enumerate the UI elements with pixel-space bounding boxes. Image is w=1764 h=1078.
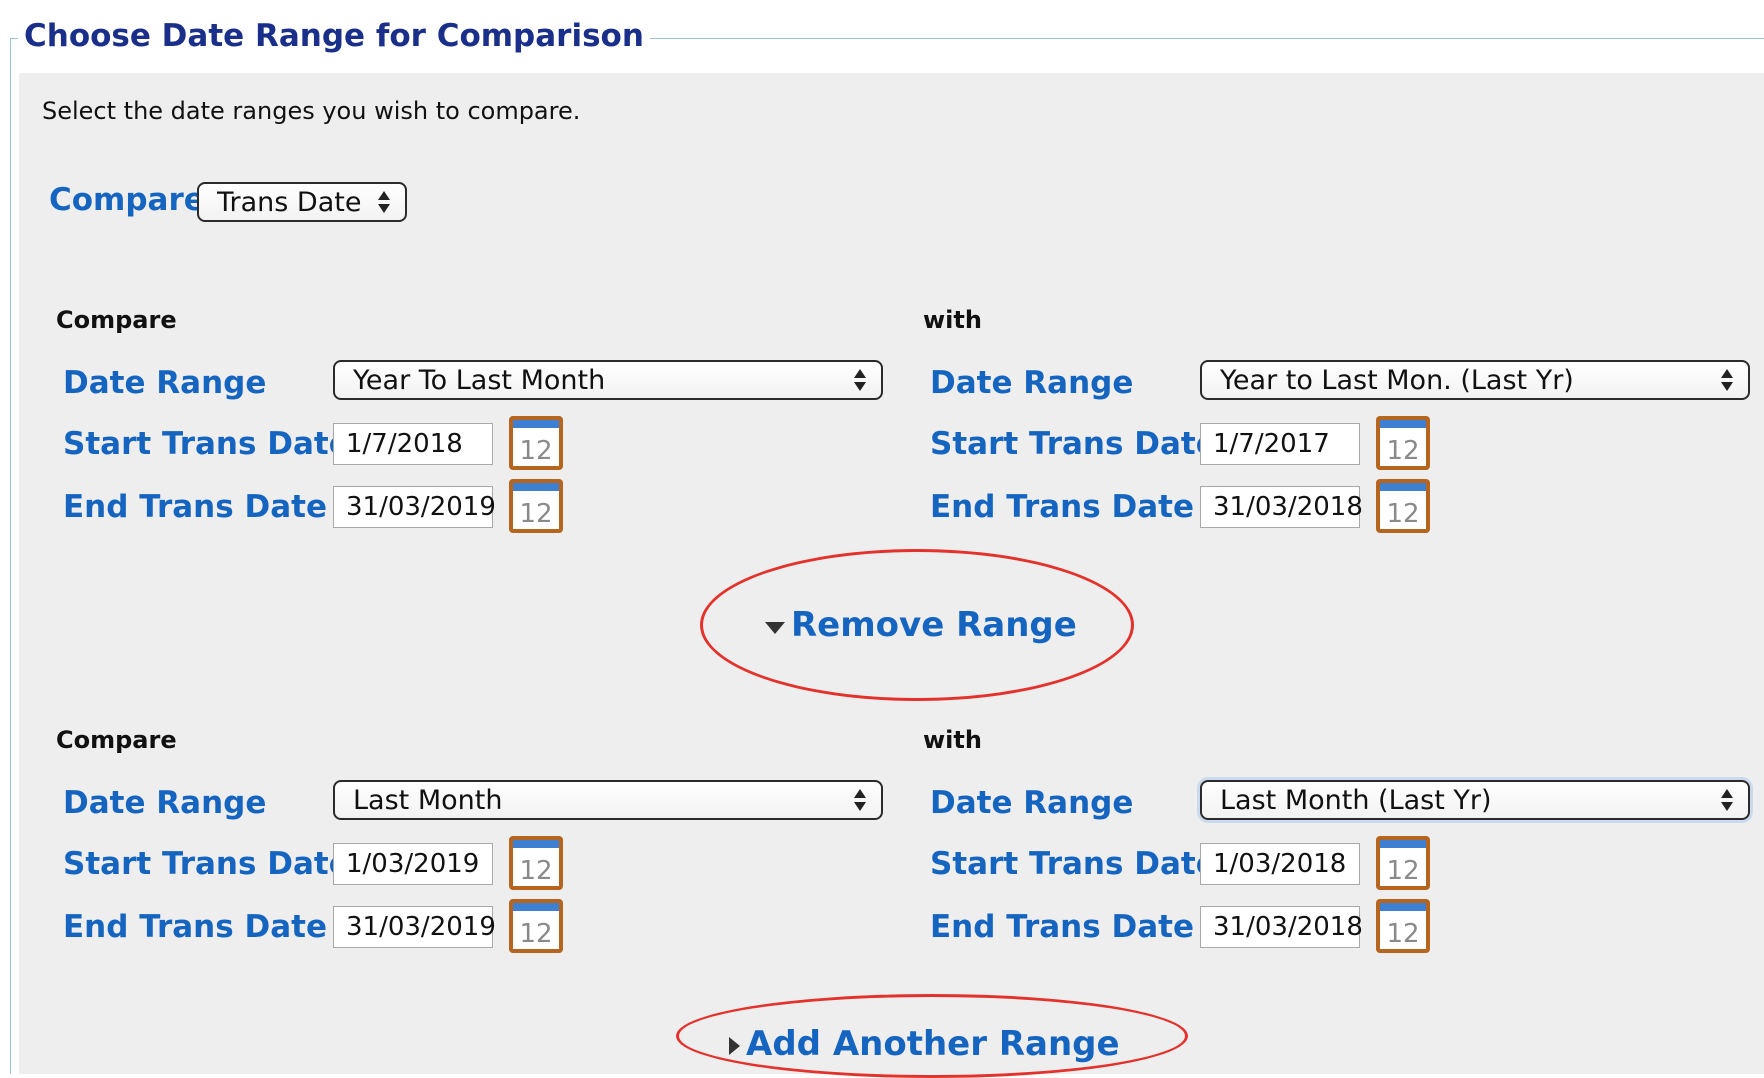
calendar-icon[interactable]: 12 <box>508 415 564 471</box>
calendar-icon[interactable]: 12 <box>1375 898 1431 954</box>
range2-left-start-label: Start Trans Date <box>63 846 350 882</box>
range1-left-start-label: Start Trans Date <box>63 426 350 462</box>
range1-left-date-range-select[interactable]: Year To Last Month <box>333 360 883 400</box>
range1-left-start-value: 1/7/2018 <box>346 429 463 459</box>
triangle-right-icon <box>729 1036 740 1055</box>
range1-left-end-value: 31/03/2019 <box>346 492 496 522</box>
svg-text:12: 12 <box>519 919 552 949</box>
range1-left-date-range-value: Year To Last Month <box>353 364 606 396</box>
range1-left-end-label: End Trans Date <box>63 489 327 525</box>
calendar-icon[interactable]: 12 <box>508 898 564 954</box>
range2-right-start-input[interactable]: 1/03/2018 <box>1200 843 1360 885</box>
comparison-panel <box>19 73 1764 1074</box>
range1-right-date-range-label: Date Range <box>930 365 1134 401</box>
range2-right-end-label: End Trans Date <box>930 909 1194 945</box>
range2-right-end-value: 31/03/2018 <box>1213 912 1363 942</box>
select-arrows-icon <box>378 191 390 213</box>
range2-left-date-range-select[interactable]: Last Month <box>333 780 883 820</box>
select-arrows-icon <box>854 369 866 391</box>
calendar-icon[interactable]: 12 <box>1375 835 1431 891</box>
svg-text:12: 12 <box>519 856 552 886</box>
range1-right-date-range-value: Year to Last Mon. (Last Yr) <box>1220 364 1574 396</box>
select-arrows-icon <box>1721 369 1733 391</box>
remove-range-label: Remove Range <box>791 605 1077 645</box>
svg-text:12: 12 <box>1386 436 1419 466</box>
range2-right-date-range-value: Last Month (Last Yr) <box>1220 784 1492 816</box>
range1-right-end-label: End Trans Date <box>930 489 1194 525</box>
range1-right-start-value: 1/7/2017 <box>1213 429 1330 459</box>
range2-right-end-input[interactable]: 31/03/2018 <box>1200 906 1363 948</box>
range2-left-start-value: 1/03/2019 <box>346 849 480 879</box>
instruction-text: Select the date ranges you wish to compa… <box>42 97 581 125</box>
calendar-icon[interactable]: 12 <box>1375 415 1431 471</box>
add-range-link[interactable]: Add Another Range <box>726 1024 1120 1064</box>
select-arrows-icon <box>1721 789 1733 811</box>
add-range-label: Add Another Range <box>746 1024 1120 1064</box>
remove-range-link[interactable]: Remove Range <box>763 605 1077 645</box>
range1-right-end-value: 31/03/2018 <box>1213 492 1363 522</box>
select-arrows-icon <box>854 789 866 811</box>
range2-left-end-label: End Trans Date <box>63 909 327 945</box>
range2-right-date-range-select[interactable]: Last Month (Last Yr) <box>1200 780 1750 820</box>
triangle-down-icon <box>765 621 785 634</box>
fieldset-border-left <box>10 38 11 1074</box>
range2-compare-heading: Compare <box>56 726 177 754</box>
range1-left-date-range-label: Date Range <box>63 365 267 401</box>
svg-text:12: 12 <box>1386 856 1419 886</box>
fieldset-border-top <box>10 38 1764 39</box>
compare-by-label: Compare <box>49 182 205 218</box>
range2-right-start-label: Start Trans Date <box>930 846 1217 882</box>
compare-by-select[interactable]: Trans Date <box>197 182 407 222</box>
range2-with-heading: with <box>923 726 982 754</box>
range2-left-end-input[interactable]: 31/03/2019 <box>333 906 496 948</box>
range2-left-date-range-label: Date Range <box>63 785 267 821</box>
range1-right-start-label: Start Trans Date <box>930 426 1217 462</box>
svg-text:12: 12 <box>519 499 552 529</box>
range1-right-start-input[interactable]: 1/7/2017 <box>1200 423 1360 465</box>
range1-right-end-input[interactable]: 31/03/2018 <box>1200 486 1363 528</box>
calendar-icon[interactable]: 12 <box>508 478 564 534</box>
range2-left-date-range-value: Last Month <box>353 784 503 816</box>
range1-compare-heading: Compare <box>56 306 177 334</box>
range2-right-date-range-label: Date Range <box>930 785 1134 821</box>
calendar-icon[interactable]: 12 <box>508 835 564 891</box>
svg-text:12: 12 <box>519 436 552 466</box>
svg-text:12: 12 <box>1386 499 1419 529</box>
range2-left-end-value: 31/03/2019 <box>346 912 496 942</box>
range1-left-end-input[interactable]: 31/03/2019 <box>333 486 496 528</box>
calendar-icon[interactable]: 12 <box>1375 478 1431 534</box>
range1-with-heading: with <box>923 306 982 334</box>
range2-left-start-input[interactable]: 1/03/2019 <box>333 843 493 885</box>
page-title: Choose Date Range for Comparison <box>18 18 650 54</box>
range1-right-date-range-select[interactable]: Year to Last Mon. (Last Yr) <box>1200 360 1750 400</box>
range2-right-start-value: 1/03/2018 <box>1213 849 1347 879</box>
range1-left-start-input[interactable]: 1/7/2018 <box>333 423 493 465</box>
svg-text:12: 12 <box>1386 919 1419 949</box>
compare-by-value: Trans Date <box>217 186 362 218</box>
